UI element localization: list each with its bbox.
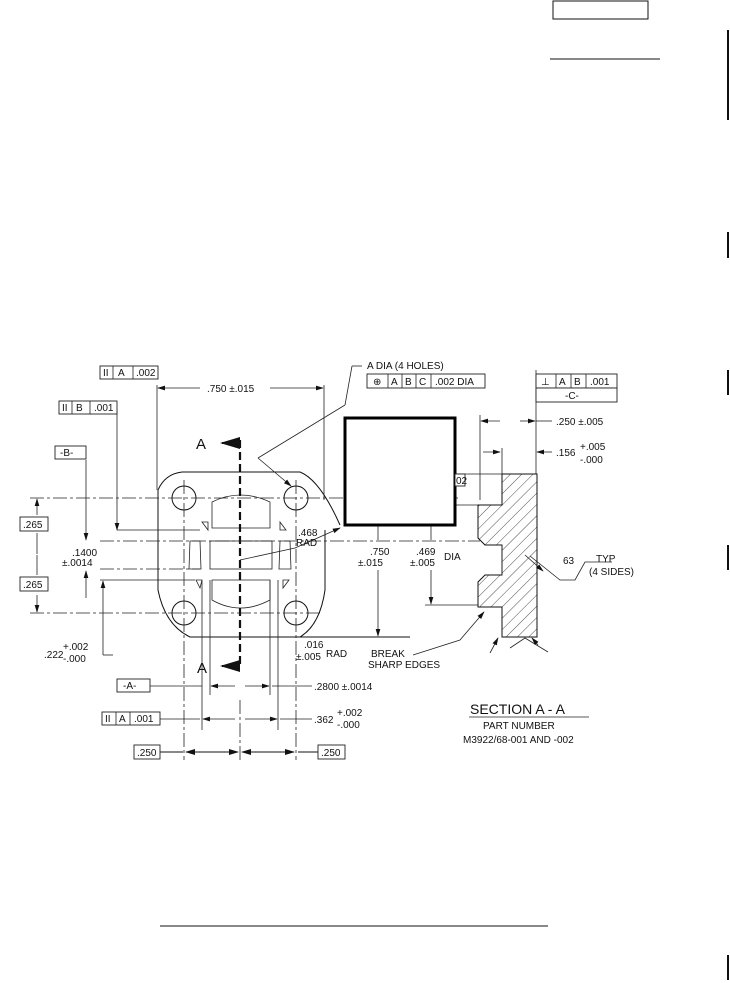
svg-text:.250 ±.005: .250 ±.005 [556, 417, 604, 428]
svg-text:RAD: RAD [326, 649, 347, 660]
svg-text:+.002: +.002 [337, 708, 363, 719]
svg-text:C: C [419, 377, 426, 388]
svg-text:⊕: ⊕ [373, 377, 381, 388]
svg-text:A: A [559, 377, 566, 388]
partial-frame [454, 473, 466, 487]
svg-text:.1400: .1400 [72, 548, 97, 559]
svg-text:.156: .156 [556, 448, 576, 459]
svg-text:.250: .250 [137, 748, 157, 759]
svg-text:+.002: +.002 [63, 642, 89, 653]
svg-text:A DIA (4 HOLES): A DIA (4 HOLES) [367, 361, 444, 372]
fc-parallel-a-001: II A .001 [101, 711, 161, 726]
svg-text:.002: .002 [136, 368, 156, 379]
svg-text:63: 63 [563, 556, 575, 567]
datum-a: -A- [123, 681, 136, 692]
svg-text:BREAK: BREAK [371, 649, 405, 660]
svg-text:+.005: +.005 [580, 442, 606, 453]
plate-plan-view [30, 437, 480, 760]
section-title: SECTION A - A [470, 701, 566, 717]
svg-text:±.005: ±.005 [296, 652, 321, 663]
svg-text:(4 SIDES): (4 SIDES) [589, 567, 634, 578]
fc-parallel-a-002: II A .002 [99, 365, 159, 380]
svg-text:SHARP EDGES: SHARP EDGES [368, 660, 440, 671]
datum-a-frame [116, 678, 151, 693]
svg-text:.468: .468 [298, 528, 318, 539]
svg-text:A: A [391, 377, 398, 388]
section-marker-bottom: A [197, 660, 207, 677]
svg-text:DIA: DIA [444, 552, 461, 563]
dim-265-bottom-frame [19, 576, 49, 592]
svg-text:II: II [62, 403, 68, 414]
header-box [552, 0, 649, 20]
datum-b: -B- [60, 448, 73, 459]
datum-b-frame [54, 445, 87, 460]
svg-text:±.005: ±.005 [410, 558, 435, 569]
partial-label: 02 [456, 476, 468, 487]
svg-text:.265: .265 [23, 580, 43, 591]
dimension-texts: .750 ±.015 A DIA (4 HOLES) .250 ±.005 .1… [23, 361, 634, 759]
svg-text:-.000: -.000 [63, 654, 86, 665]
section-marker-top: A [196, 436, 206, 453]
svg-text:TYP: TYP [596, 554, 616, 565]
svg-text:A: A [118, 368, 125, 379]
svg-text:-C-: -C- [565, 391, 579, 402]
svg-text:±.015: ±.015 [358, 558, 383, 569]
svg-text:.001: .001 [94, 403, 114, 414]
fc-parallel-b-001: II B .001 [58, 400, 118, 415]
svg-text:⊥: ⊥ [541, 377, 550, 388]
svg-text:RAD: RAD [296, 538, 317, 549]
svg-text:.222: .222 [44, 650, 64, 661]
dimension-lines [34, 365, 612, 760]
section-view [455, 473, 538, 638]
svg-text:.001: .001 [590, 377, 610, 388]
svg-text:±.0014: ±.0014 [62, 558, 93, 569]
svg-text:.750: .750 [370, 547, 390, 558]
dim-250-left-frame [133, 744, 161, 760]
svg-text:B: B [574, 377, 581, 388]
svg-text:.250: .250 [321, 748, 341, 759]
svg-text:.016: .016 [304, 640, 324, 651]
part-number-label: PART NUMBER [483, 721, 555, 732]
svg-text:-.000: -.000 [580, 455, 603, 466]
dim-250-right-frame [317, 744, 346, 760]
part-number: M3922/68-001 AND -002 [463, 735, 574, 746]
svg-text:B: B [76, 403, 83, 414]
svg-text:II: II [105, 714, 111, 725]
svg-text:.265: .265 [23, 520, 43, 531]
redaction-box [343, 416, 457, 527]
svg-text:B: B [405, 377, 412, 388]
dim-265-top-frame [19, 516, 49, 532]
svg-text:.002 DIA: .002 DIA [435, 377, 474, 388]
svg-text:.001: .001 [134, 714, 154, 725]
svg-text:-.000: -.000 [337, 720, 360, 731]
svg-text:.469: .469 [416, 547, 436, 558]
svg-text:.362: .362 [314, 715, 334, 726]
svg-text:A: A [119, 714, 126, 725]
svg-text:.750 ±.015: .750 ±.015 [207, 384, 255, 395]
svg-text:.2800 ±.0014: .2800 ±.0014 [314, 682, 373, 693]
svg-text:II: II [103, 368, 109, 379]
